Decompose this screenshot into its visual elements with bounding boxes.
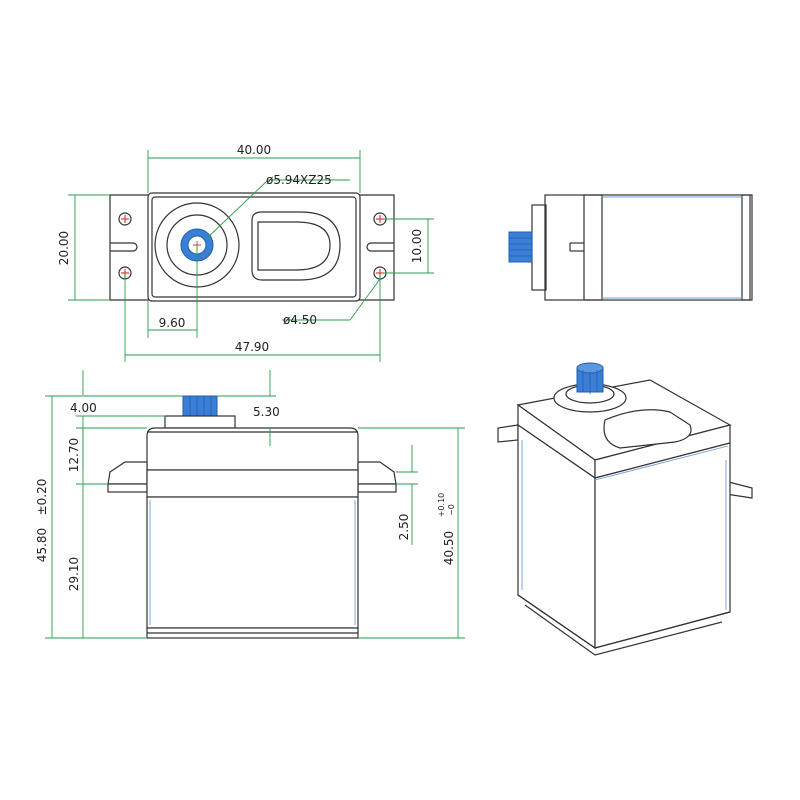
dim-body-tol-upper: +0.10 bbox=[437, 493, 446, 518]
dim-body-lower: 29.10 bbox=[67, 557, 81, 591]
dim-body-tol-lower: −0 bbox=[447, 504, 456, 516]
dim-top-width: 40.00 bbox=[237, 143, 271, 157]
dim-total-height: 45.80 bbox=[35, 528, 49, 562]
dim-offset: 9.60 bbox=[159, 316, 186, 330]
front-view: 4.00 5.30 12.70 45.80 ±0.20 29.10 2.50 4… bbox=[35, 370, 465, 639]
dim-flange-offset: 12.70 bbox=[67, 438, 81, 472]
dim-gear-height: 4.00 bbox=[70, 401, 97, 415]
dim-hole-spacing: 10.00 bbox=[410, 229, 424, 263]
dim-flange-thickness: 2.50 bbox=[397, 514, 411, 541]
top-view: 40.00 ø5.94XZ25 20.00 10.00 9.60 ø4.50 4… bbox=[57, 143, 434, 362]
dim-hole-diameter: ø4.50 bbox=[283, 313, 317, 327]
side-view bbox=[508, 194, 753, 301]
dim-top-to-case: 5.30 bbox=[253, 405, 280, 419]
dim-spline: ø5.94XZ25 bbox=[266, 173, 332, 187]
dim-flange-height: 20.00 bbox=[57, 231, 71, 265]
dim-total-width: 47.90 bbox=[235, 340, 269, 354]
dim-total-height-tol: ±0.20 bbox=[35, 479, 49, 516]
isometric-view bbox=[497, 362, 753, 656]
dim-body-height: 40.50 bbox=[442, 531, 456, 565]
